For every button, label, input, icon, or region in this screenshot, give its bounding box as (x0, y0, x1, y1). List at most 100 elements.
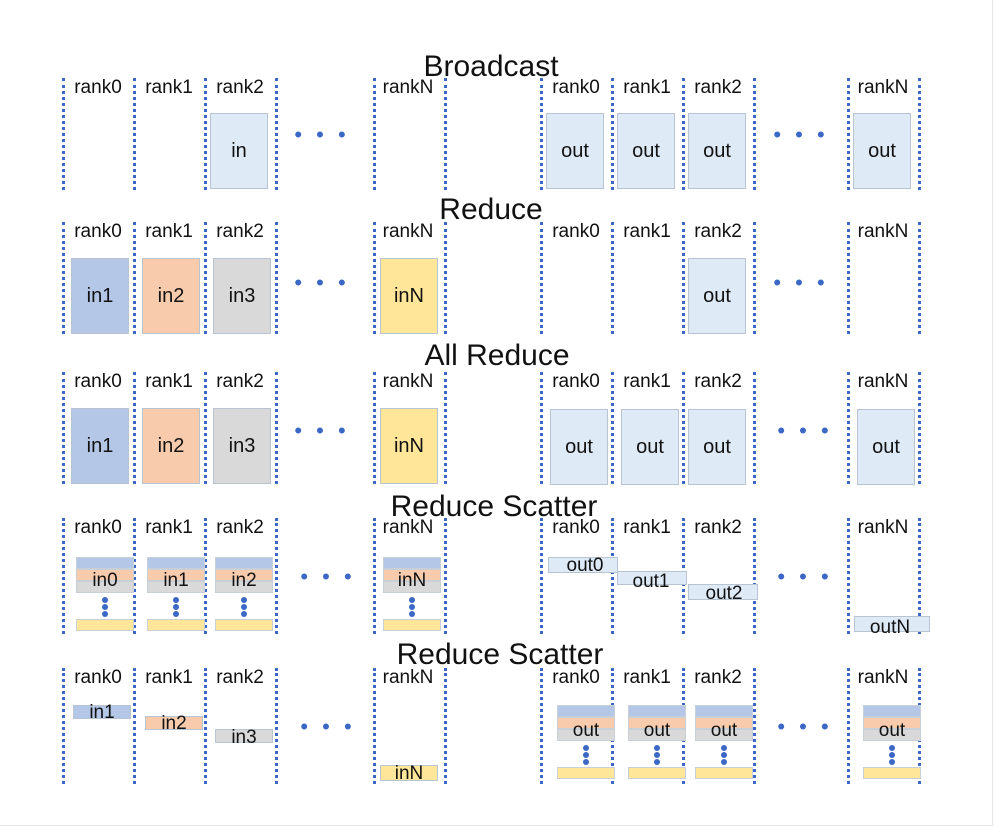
data-buffer: inN (380, 408, 438, 484)
dotted-separator (444, 668, 447, 784)
rank-label: rank1 (145, 221, 193, 242)
dotted-separator (847, 78, 850, 190)
dotted-separator (373, 372, 376, 484)
ellipsis-dots: • • • (294, 122, 350, 147)
dotted-separator (133, 518, 136, 634)
dotted-separator (918, 78, 921, 190)
dotted-separator (753, 372, 756, 484)
section-title: Reduce Scatter (390, 490, 598, 523)
vertical-ellipsis-icon (721, 745, 727, 765)
rank-label: rank1 (145, 77, 193, 98)
rank-label: rank2 (694, 667, 742, 688)
buffer-segment (695, 705, 753, 717)
dotted-separator (373, 222, 376, 334)
dotted-separator (682, 222, 685, 334)
rank-label: rank2 (694, 371, 742, 392)
rank-label: rank2 (216, 371, 264, 392)
dotted-separator (682, 372, 685, 484)
segment-label: out (878, 720, 906, 741)
rank-label: rankN (382, 667, 434, 688)
vertical-ellipsis-icon (654, 745, 660, 765)
dotted-separator (62, 78, 65, 190)
data-buffer (688, 584, 758, 600)
dotted-separator (753, 668, 756, 784)
dotted-separator (204, 668, 207, 784)
data-buffer: out (688, 258, 746, 334)
dotted-separator (204, 78, 207, 190)
buffer-segment (628, 767, 686, 779)
rank-label: rank2 (694, 77, 742, 98)
data-buffer: in1 (71, 408, 129, 484)
dotted-separator (753, 518, 756, 634)
buffer-segment (695, 717, 753, 729)
dotted-separator (611, 372, 614, 484)
dotted-separator (540, 372, 543, 484)
rank-label: rank0 (552, 221, 600, 242)
segment-label: out (572, 720, 600, 741)
dotted-separator (847, 372, 850, 484)
data-buffer: in3 (213, 408, 271, 484)
ellipsis-dots: • • • (294, 270, 350, 295)
buffer-segment (76, 581, 134, 593)
buffer-segment (147, 569, 205, 581)
dotted-separator (918, 222, 921, 334)
data-buffer (380, 765, 438, 781)
dotted-separator (918, 372, 921, 484)
buffer-segment (215, 619, 273, 631)
rank-label: rank1 (623, 221, 671, 242)
segment-label: out (643, 720, 671, 741)
segment-label: in0 (92, 570, 118, 591)
buffer-segment (383, 619, 441, 631)
dotted-separator (62, 222, 65, 334)
buffer-segment (628, 729, 686, 741)
rank-label: rank2 (216, 517, 264, 538)
vertical-ellipsis-icon (102, 597, 108, 617)
data-buffer: in2 (142, 408, 200, 484)
dotted-separator (62, 668, 65, 784)
dotted-separator (918, 518, 921, 634)
dotted-separator (444, 78, 447, 190)
rank-label: rank2 (216, 667, 264, 688)
dotted-separator (847, 668, 850, 784)
data-buffer: out (617, 113, 675, 189)
data-buffer: out (688, 409, 746, 485)
buffer-segment (557, 717, 615, 729)
buffer-segment (557, 729, 615, 741)
ellipsis-dots: • • • (294, 418, 350, 443)
rank-label: rank0 (552, 371, 600, 392)
buffer-segment (383, 557, 441, 569)
rank-label: rankN (382, 517, 434, 538)
data-buffer: inN (380, 258, 438, 334)
buffer-segment (215, 557, 273, 569)
ellipsis-dots: • • • (300, 564, 356, 589)
data-buffer: out (853, 113, 911, 189)
dotted-separator (540, 222, 543, 334)
rank-label: rankN (382, 221, 434, 242)
dotted-separator (133, 668, 136, 784)
rank-label: rank1 (623, 517, 671, 538)
segment-label: inN (397, 570, 427, 591)
rank-label: rankN (857, 667, 909, 688)
data-buffer: out (546, 113, 604, 189)
data-buffer: out (688, 113, 746, 189)
data-buffer: in2 (142, 258, 200, 334)
rank-label: rankN (382, 77, 434, 98)
rank-label: rank1 (623, 667, 671, 688)
segment-label: out (710, 720, 738, 741)
buffer-segment (863, 729, 921, 741)
dotted-separator (133, 222, 136, 334)
rank-label: rank1 (145, 371, 193, 392)
rank-label: rank0 (552, 77, 600, 98)
dotted-separator (444, 372, 447, 484)
buffer-segment (628, 705, 686, 717)
buffer-segment (76, 569, 134, 581)
dotted-separator (204, 222, 207, 334)
data-buffer: out (550, 409, 608, 485)
rank-label: rank2 (216, 77, 264, 98)
dotted-separator (373, 78, 376, 190)
rank-label: rank1 (623, 371, 671, 392)
data-buffer (854, 616, 930, 632)
section-title: Reduce Scatter (396, 638, 604, 671)
buffer-segment (863, 717, 921, 729)
